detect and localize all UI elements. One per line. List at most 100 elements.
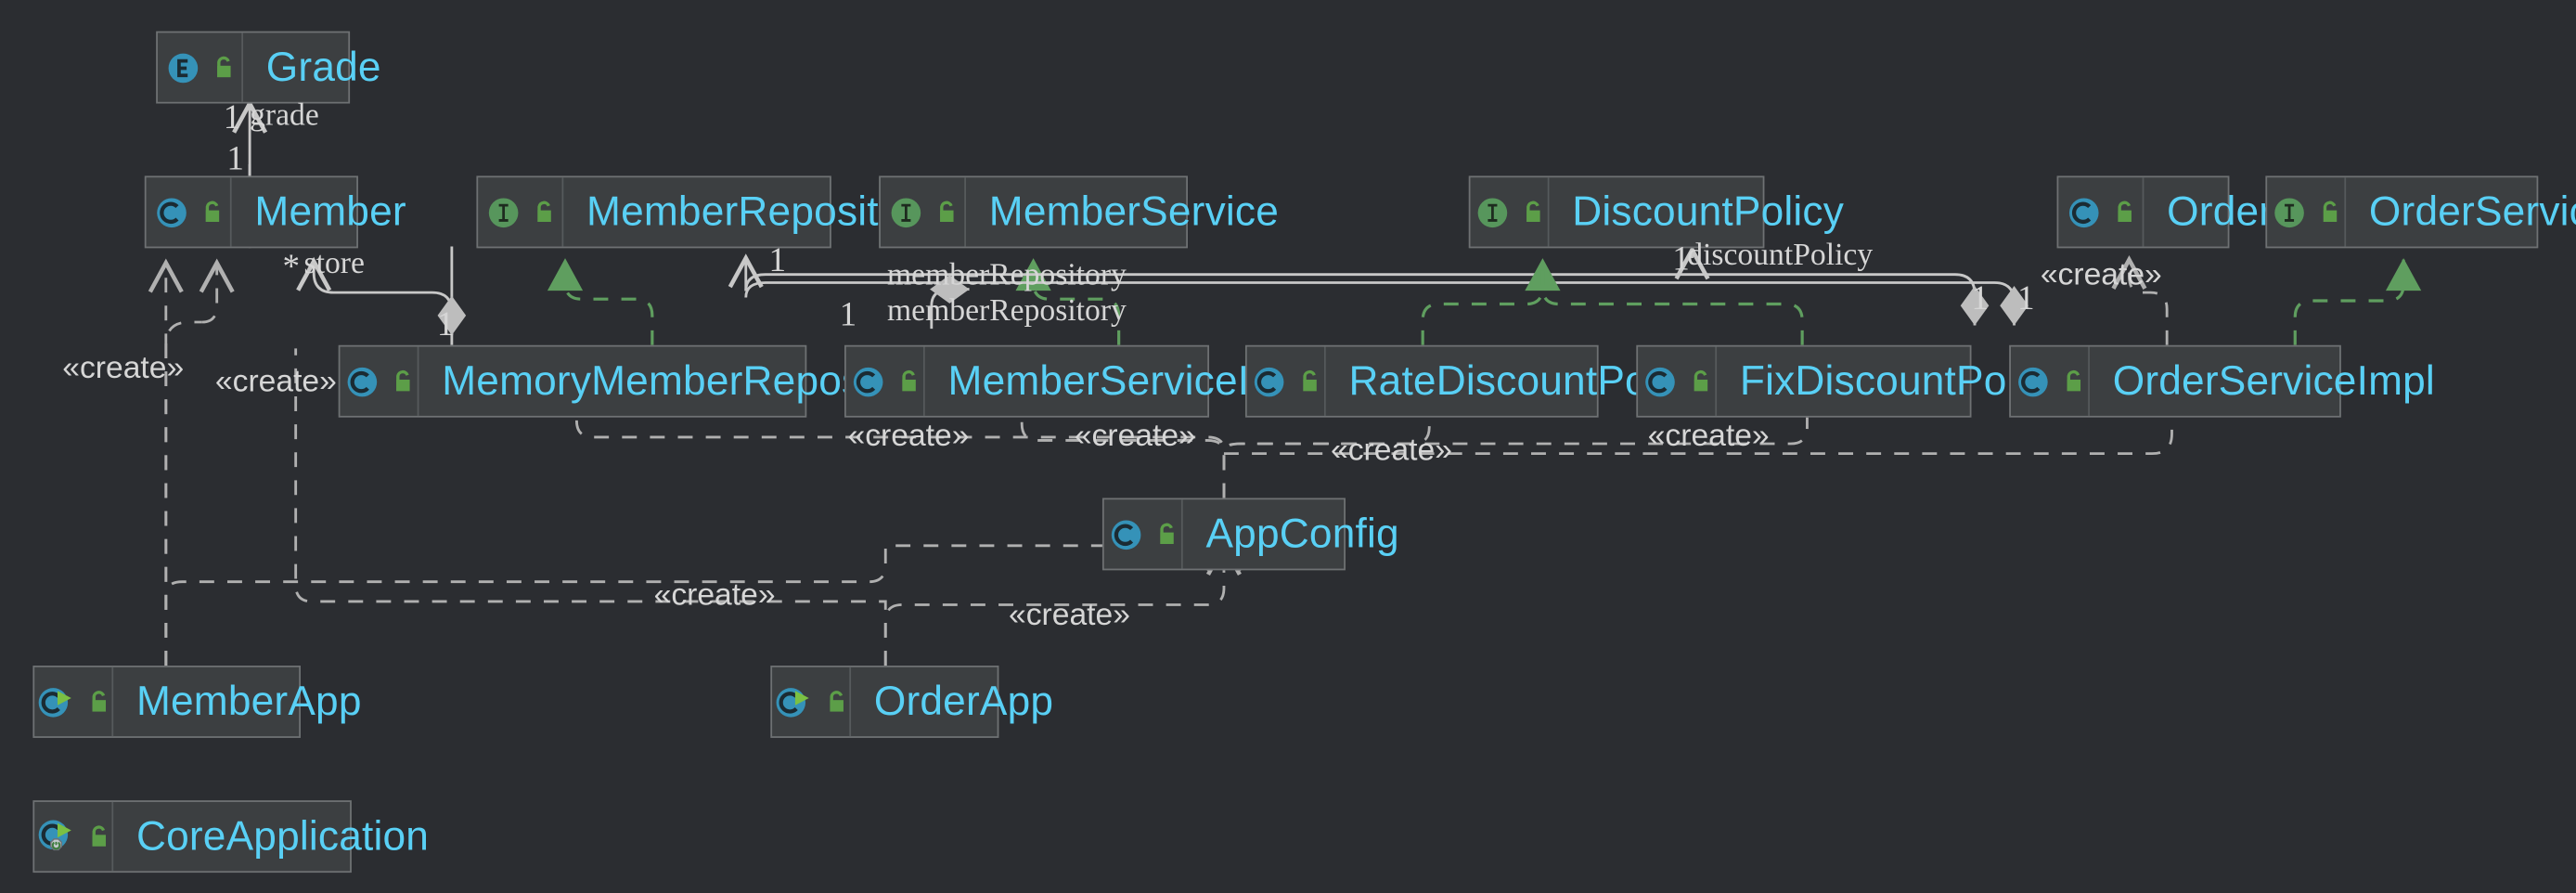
runnable-class-icon	[38, 684, 76, 718]
multiplicity-osi-one-a: 1	[1971, 278, 1990, 317]
unlocked-padlock-icon-svg	[92, 824, 107, 846]
node-icon-gutter	[772, 667, 852, 737]
class-icon-svg	[1254, 366, 1284, 396]
unlocked-padlock-icon-svg	[1526, 200, 1540, 222]
node-icon-gutter	[2267, 177, 2347, 247]
class-node-label: Order	[2167, 188, 2273, 235]
edge-label-create-order: «create»	[2040, 257, 2162, 293]
unlocked-padlock-icon	[1296, 368, 1322, 395]
class-node-label: MemberService	[988, 188, 1280, 235]
multiplicity-store-star: *	[282, 246, 301, 287]
class-node-memberapp[interactable]: MemberApp	[32, 666, 361, 738]
class-node-appconfig[interactable]: AppConfig	[1101, 498, 1399, 571]
class-node-coreapp[interactable]: CoreApplication	[32, 800, 429, 874]
unlocked-padlock-icon	[934, 198, 960, 226]
unlocked-padlock-icon	[2111, 198, 2137, 226]
unlocked-padlock-icon	[531, 198, 557, 226]
class-icon-svg	[1645, 366, 1675, 396]
unlocked-padlock-icon-svg	[537, 200, 551, 222]
unlocked-padlock-icon-svg	[92, 690, 107, 711]
interface-icon-svg	[1477, 197, 1508, 227]
node-icon-gutter	[34, 667, 114, 737]
node-icon-gutter	[2058, 177, 2145, 247]
edge-label-memberrepo-role-2: memberRepository	[887, 293, 1127, 330]
multiplicity-grade-top: 1	[223, 97, 241, 136]
class-node-grade[interactable]: Grade	[156, 31, 381, 104]
unlocked-padlock-icon-svg	[1303, 369, 1317, 391]
class-icon-svg	[1111, 519, 1141, 550]
enum-icon	[166, 50, 200, 84]
class-node-orderapp[interactable]: OrderApp	[770, 666, 1053, 738]
class-node-orderserviceimpl[interactable]: OrderServiceImpl	[2009, 344, 2435, 418]
class-node-discountpolicy[interactable]: DiscountPolicy	[1468, 175, 1844, 249]
edge-label-create-appconfig-1: «create»	[653, 578, 776, 614]
unlocked-padlock-icon	[85, 688, 111, 716]
node-icon-gutter	[1104, 499, 1183, 569]
edge-label-discountpolicy-role: discountPolicy	[1687, 238, 1874, 273]
class-node-label: AppConfig	[1205, 510, 1399, 557]
edge-label-grade-role: grade	[250, 98, 319, 134]
unlocked-padlock-icon	[211, 54, 237, 82]
unlocked-padlock-icon-svg	[205, 200, 220, 222]
edge-label-create-rdp: «create»	[1331, 434, 1452, 469]
unlocked-padlock-icon	[1687, 368, 1713, 395]
multiplicity-grade-bottom: 1	[226, 137, 244, 178]
enum-icon-svg	[168, 52, 199, 83]
runnable-class-icon	[776, 684, 814, 718]
class-node-memberserviceimpl[interactable]: MemberServiceImpl	[844, 344, 1316, 418]
runnable-class-icon-svg	[776, 687, 809, 717]
edge-label-create-osi: «create»	[1647, 419, 1770, 454]
spring-boot-runnable-class-icon	[38, 819, 76, 855]
unlocked-padlock-icon	[823, 688, 849, 716]
class-node-label: MemberApp	[135, 678, 362, 724]
class-node-label: Member	[254, 188, 406, 235]
unlocked-padlock-icon	[85, 822, 111, 850]
node-icon-gutter	[478, 177, 564, 247]
class-node-fixdiscount[interactable]: FixDiscountPolicy	[1636, 344, 2067, 418]
class-icon-svg	[853, 366, 883, 396]
node-icon-gutter	[1638, 346, 1718, 416]
node-icon-gutter	[340, 346, 419, 416]
class-icon	[1109, 517, 1143, 551]
class-node-orderservice[interactable]: OrderService	[2265, 175, 2576, 249]
interface-icon	[486, 195, 521, 229]
class-icon	[1252, 364, 1286, 398]
node-icon-gutter	[1471, 177, 1550, 247]
interface-icon	[1475, 195, 1510, 229]
class-node-label: CoreApplication	[135, 812, 430, 860]
class-icon	[851, 364, 885, 398]
class-icon-svg	[157, 197, 187, 227]
unlocked-padlock-icon-svg	[830, 690, 844, 711]
unlocked-padlock-icon-svg	[1160, 522, 1174, 544]
class-node-memberrepo[interactable]: MemberRepository	[476, 175, 936, 249]
node-icon-gutter	[158, 32, 244, 102]
unlocked-padlock-icon-svg	[2323, 200, 2338, 222]
runnable-class-icon-svg	[38, 687, 71, 717]
unlocked-padlock-icon-svg	[940, 200, 954, 222]
interface-icon-svg	[488, 197, 519, 227]
interface-icon-svg	[891, 197, 921, 227]
unlocked-padlock-icon-svg	[1694, 369, 1708, 391]
unlocked-padlock-icon	[2316, 198, 2342, 226]
multiplicity-msvc-one-bot: 1	[839, 293, 857, 334]
node-icon-gutter	[846, 346, 925, 416]
unlocked-padlock-icon	[895, 368, 921, 395]
class-node-member[interactable]: Member	[144, 175, 406, 249]
class-node-label: OrderApp	[873, 678, 1054, 724]
class-node-order[interactable]: Order	[2056, 175, 2273, 249]
multiplicity-osi-one-b: 1	[2017, 278, 2035, 317]
multiplicity-mmr-one: 1	[436, 304, 455, 344]
class-node-ratediscount[interactable]: RateDiscountPolicy	[1244, 344, 1707, 418]
class-icon-svg	[2018, 366, 2048, 396]
class-icon	[2067, 195, 2101, 229]
edge-label-create-mmr: «create»	[847, 419, 970, 454]
interface-icon	[889, 195, 923, 229]
node-icon-gutter	[147, 177, 232, 247]
unlocked-padlock-icon	[199, 198, 225, 226]
unlocked-padlock-icon	[390, 368, 416, 395]
class-node-memorymemberrepo[interactable]: MemoryMemberRepository	[338, 344, 941, 418]
class-node-label: OrderService	[2368, 188, 2576, 235]
class-node-memberservice[interactable]: MemberService	[879, 175, 1279, 249]
